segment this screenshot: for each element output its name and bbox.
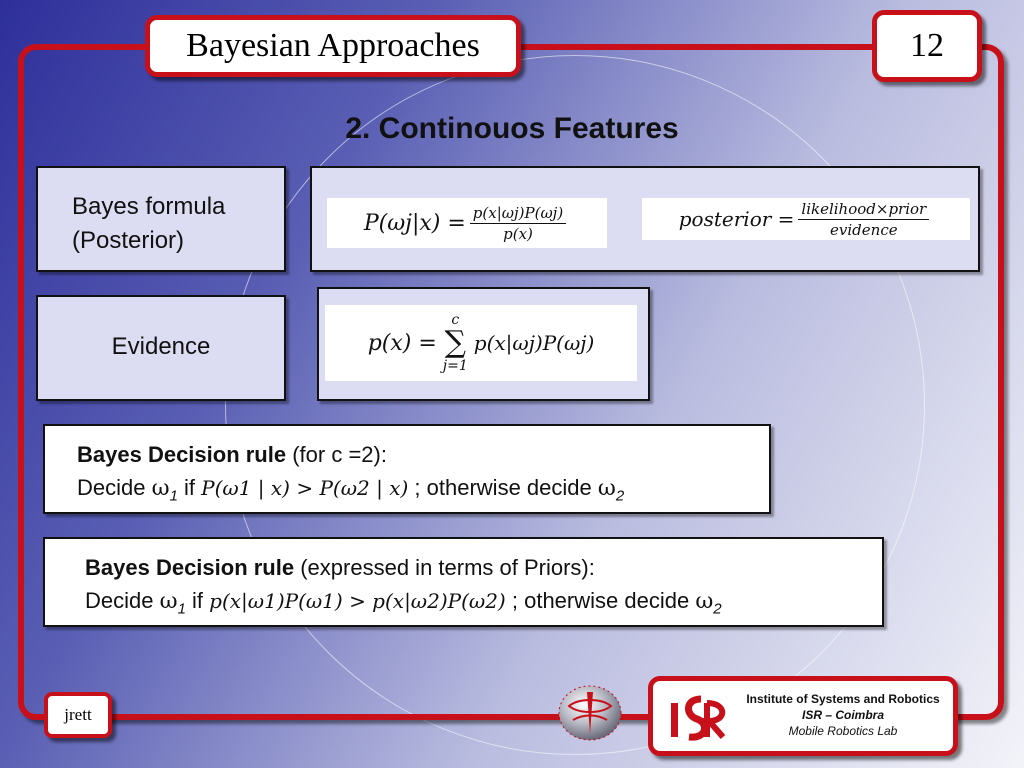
slide-title: Bayesian Approaches — [186, 27, 480, 64]
evidence-rhs: p(x|ωj)P(ωj) — [473, 331, 595, 355]
rule-1-qualifier: (for c =2): — [292, 442, 387, 467]
institute-text: Institute of Systems and Robotics ISR – … — [733, 691, 953, 739]
posterior-fraction: p(x|ωj)P(ωj) p(x) — [469, 204, 567, 243]
rule-2-if: if — [192, 588, 204, 613]
decision-rule-1-box: Bayes Decision rule (for c =2): Decide ω… — [43, 424, 771, 514]
posterior-denominator: p(x) — [503, 224, 533, 243]
rule-1-if: if — [184, 475, 196, 500]
rule-1-condition: P(ω1 | x) > P(ω2 | x) — [201, 476, 409, 500]
evidence-label: Evidence — [111, 333, 211, 360]
institute-isr: ISR – Coimbra — [801, 708, 885, 722]
rule-1-otherwise: ; otherwise decide — [414, 475, 592, 500]
institute-lab: Mobile Robotics Lab — [788, 724, 898, 738]
posterior-numerator: p(x|ωj)P(ωj) — [469, 204, 567, 224]
rule-1-omega-1-sub: 1 — [169, 487, 178, 505]
rule-1-omega-2-sub: 2 — [615, 487, 625, 505]
posterior-lhs: P(ωj|x) = — [363, 210, 466, 236]
rule-2-title: Bayes Decision rule — [85, 555, 295, 580]
isr-globe-logo — [557, 684, 623, 742]
rule-2-decide: Decide — [85, 588, 154, 613]
rule-1-line-2: Decide ω1 if P(ω1 | x) > P(ω2 | x) ; oth… — [77, 471, 624, 512]
words-denominator: evidence — [830, 220, 898, 239]
rule-2-otherwise: ; otherwise decide — [511, 588, 690, 613]
rule-2-omega-2-sub: 2 — [713, 600, 722, 618]
rule-2-line-2: Decide ω1 if p(x|ω1)P(ω1) > p(x|ω2)P(ω2)… — [85, 584, 722, 625]
evidence-equation: p(x) = c ∑ j=1 p(x|ωj)P(ωj) — [325, 305, 637, 381]
sum-symbol: ∑ — [444, 325, 466, 360]
words-lhs: posterior = — [678, 207, 795, 231]
slide-number: 12 — [910, 27, 944, 64]
decision-rule-2-text: Bayes Decision rule (expressed in terms … — [85, 551, 722, 625]
decision-rule-1-text: Bayes Decision rule (for c =2): Decide ω… — [77, 438, 624, 512]
evidence-lhs: p(x) = — [367, 330, 437, 356]
background-circle — [225, 55, 925, 755]
author-name: jrett — [64, 705, 92, 724]
bayes-formula-label-box: Bayes formula (Posterior) — [36, 166, 286, 272]
rule-1-omega-2: ω — [597, 476, 616, 501]
words-numerator: likelihood×prior — [798, 200, 930, 220]
rule-2-qualifier: (expressed in terms of Priors): — [300, 555, 595, 580]
section-heading: 2. Continouos Features — [345, 112, 679, 145]
rule-1-line-1: Bayes Decision rule (for c =2): — [77, 438, 624, 471]
words-fraction: likelihood×prior evidence — [798, 200, 930, 239]
isr-logo — [667, 689, 729, 747]
sum-lower-limit: j=1 — [442, 358, 468, 374]
rule-2-condition: p(x|ω1)P(ω1) > p(x|ω2)P(ω2) — [209, 589, 506, 613]
rule-1-decide: Decide — [77, 475, 146, 500]
summation: c ∑ j=1 — [443, 312, 468, 374]
slide-number-box: 12 — [872, 10, 982, 82]
label-line-1: Bayes formula — [72, 193, 226, 220]
posterior-words-equation: posterior = likelihood×prior evidence — [642, 198, 970, 240]
label-line-2: (Posterior) — [72, 227, 185, 254]
institute-box: Institute of Systems and Robotics ISR – … — [648, 676, 958, 756]
author-box: jrett — [44, 692, 112, 738]
rule-2-omega-1: ω — [159, 589, 178, 614]
sum-upper-limit: c — [451, 312, 460, 328]
rule-2-line-1: Bayes Decision rule (expressed in terms … — [85, 551, 722, 584]
rule-2-omega-1-sub: 1 — [177, 600, 186, 618]
institute-name: Institute of Systems and Robotics — [746, 692, 940, 706]
bayes-formula-label: Bayes formula (Posterior) — [72, 190, 225, 258]
evidence-label-box: Evidence — [36, 295, 286, 401]
rule-1-title: Bayes Decision rule — [77, 442, 287, 467]
posterior-equation: P(ωj|x) = p(x|ωj)P(ωj) p(x) — [327, 198, 607, 248]
title-box: Bayesian Approaches — [145, 15, 521, 77]
evidence-equation-box: p(x) = c ∑ j=1 p(x|ωj)P(ωj) — [317, 287, 650, 401]
bayes-formula-equation-box: P(ωj|x) = p(x|ωj)P(ωj) p(x) posterior = … — [310, 166, 980, 272]
rule-1-omega-1: ω — [151, 476, 170, 501]
decision-rule-2-box: Bayes Decision rule (expressed in terms … — [43, 537, 884, 627]
rule-2-omega-2: ω — [695, 589, 714, 614]
